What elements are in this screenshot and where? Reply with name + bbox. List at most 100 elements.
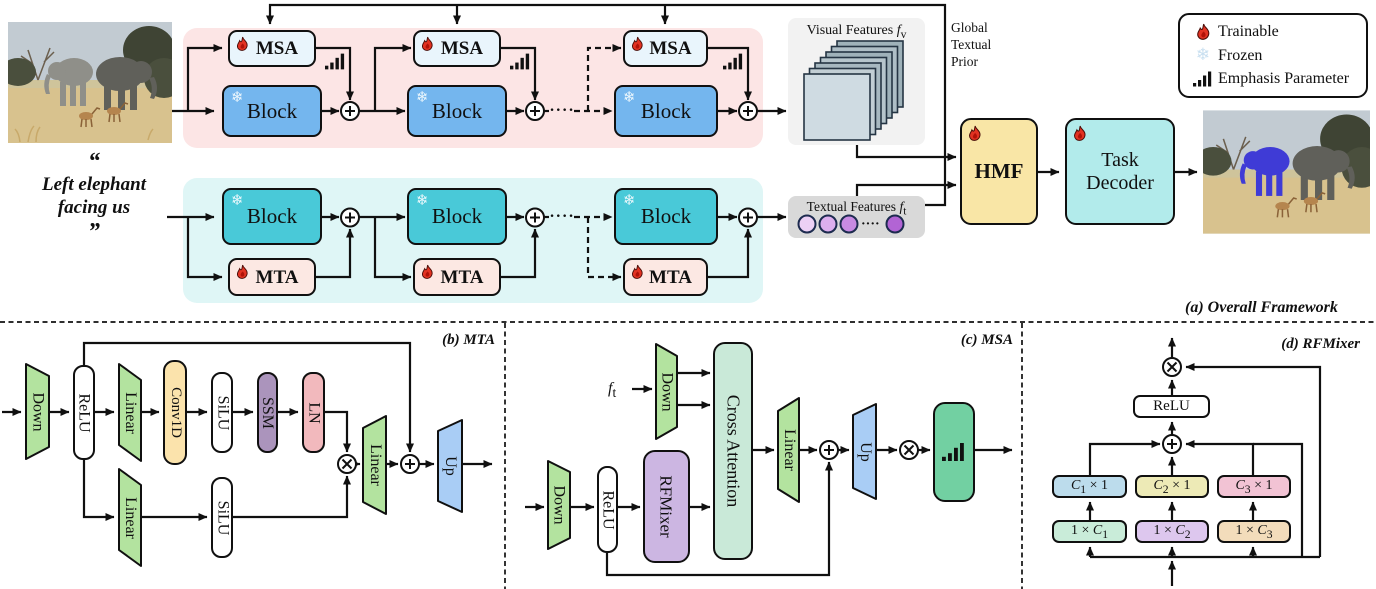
visual-features-label: Visual Features fv <box>806 23 907 41</box>
bars-icon <box>510 53 530 70</box>
mta-linear-a: Linear <box>118 363 142 462</box>
down-label: Down <box>658 371 676 412</box>
fire-icon <box>1074 125 1086 141</box>
rfmixer-1xc1: 1 × C1 <box>1052 520 1127 543</box>
multiply-icon <box>1162 357 1182 377</box>
add-icon <box>738 207 758 228</box>
hmf-label: HMF <box>974 159 1024 183</box>
block-label: Block <box>246 204 298 228</box>
rfmixer-1xc3: 1 × C3 <box>1217 520 1291 543</box>
bars-icon <box>723 53 743 70</box>
down-label: Down <box>29 391 47 432</box>
fire-icon <box>421 264 433 279</box>
ft-symbol: ft <box>608 380 617 401</box>
msa-linear: Linear <box>777 397 800 503</box>
block-label: Block <box>640 98 692 123</box>
linear-label: Linear <box>780 429 798 471</box>
msa-label: MSA <box>649 38 692 59</box>
cross-attention-label: Cross Attention <box>723 394 744 508</box>
mta-down: Down <box>25 363 50 460</box>
grass <box>14 125 154 143</box>
mta-block-3: MTA <box>623 258 708 296</box>
ellipsis-dots: ···· <box>861 217 880 232</box>
fire-icon <box>631 264 643 279</box>
global-textual-prior-label: Global Textual Prior <box>951 20 992 69</box>
prompt-line-2: facing us <box>57 196 131 218</box>
rfmixer-c2x1: C2 × 1 <box>1135 475 1209 498</box>
relu-label: ReLU <box>76 392 94 433</box>
fire-icon <box>421 36 433 51</box>
mta-relu: ReLU <box>73 365 95 460</box>
snowflake-icon: ❄ <box>623 88 636 106</box>
linear-label: Linear <box>122 391 139 434</box>
snowflake-icon: ❄ <box>416 88 429 106</box>
legend-item-trainable: Trainable <box>1188 20 1358 44</box>
msa-down-text: Down <box>655 343 678 440</box>
rfmixer-1xc2: 1 × C2 <box>1135 520 1209 543</box>
fire-icon <box>1196 23 1209 40</box>
mta-label: MTA <box>255 266 299 288</box>
fire-icon <box>236 36 248 51</box>
add-icon <box>340 207 360 228</box>
mta-block-2: MTA <box>413 258 501 296</box>
caption-mta: (b) MTA <box>442 332 495 348</box>
vision-block-3: ❄ Block <box>614 85 718 137</box>
text-block-2: ❄ Block <box>407 188 507 245</box>
legend-box: Trainable ❄ Frozen Emphasis Parameter <box>1178 13 1368 98</box>
silu-label: SiLU <box>214 500 232 535</box>
elephant-right <box>1292 146 1355 201</box>
f-subscript: v <box>900 27 907 41</box>
down-label: Down <box>551 485 569 525</box>
add-icon <box>525 207 545 228</box>
up-label: Up <box>442 456 459 476</box>
mta-ssm: SSM <box>257 372 278 453</box>
rfmixer-c3x1: C3 × 1 <box>1217 475 1291 498</box>
vision-block-1: ❄ Block <box>222 85 322 137</box>
text-block-3: ❄ Block <box>614 188 718 245</box>
rfmixer-relu: ReLU <box>1133 395 1210 418</box>
msa-label: MSA <box>255 38 299 59</box>
linear-label: Linear <box>366 444 384 486</box>
snowflake-icon: ❄ <box>623 191 636 209</box>
block-label: Block <box>431 204 483 228</box>
mta-silu-a: SiLU <box>211 372 233 453</box>
msa-block-3: MSA <box>623 30 708 67</box>
conv1d-label: Conv1D <box>167 387 184 438</box>
up-label: Up <box>856 441 874 462</box>
snowflake-icon: ❄ <box>231 191 244 209</box>
legend-item-emphasis: Emphasis Parameter <box>1188 67 1358 91</box>
task-decoder-label-1: Task <box>1101 148 1139 171</box>
fire-icon <box>631 36 643 51</box>
fire-icon <box>969 125 981 141</box>
ln-label: LN <box>305 401 323 424</box>
segmented-left-elephant <box>1239 147 1290 196</box>
add-multiply-icons <box>337 101 1182 474</box>
feature-map-stack <box>803 40 904 141</box>
relu-label: ReLU <box>599 489 617 530</box>
rfmixer-label: RFMixer <box>657 475 676 538</box>
mta-label: MTA <box>649 266 692 288</box>
mta-ln: LN <box>302 372 325 453</box>
add-icon <box>340 101 360 121</box>
mta-conv1d: Conv1D <box>163 360 187 465</box>
f-symbol: f <box>896 23 901 38</box>
elephant-left <box>44 58 93 106</box>
bars-icon <box>1193 71 1212 87</box>
hmf-block: HMF <box>960 118 1038 225</box>
f-subscript: t <box>903 205 907 218</box>
segmentation-output-image <box>1203 110 1370 234</box>
caption-rfmixer: (d) RFMixer <box>1281 336 1360 352</box>
task-decoder-label-2: Decoder <box>1086 171 1154 194</box>
msa-block-2: MSA <box>413 30 501 67</box>
task-decoder-block: Task Decoder <box>1065 118 1175 225</box>
bars-icon <box>325 53 345 70</box>
elephant-right <box>96 57 157 110</box>
antelopes <box>1275 191 1326 218</box>
msa-down-vis: Down <box>547 460 571 550</box>
relu-label: ReLU <box>1153 398 1190 414</box>
msa-relu: ReLU <box>597 466 618 553</box>
add-icon <box>738 101 758 121</box>
block-label: Block <box>431 98 483 123</box>
multiply-icon <box>337 454 357 474</box>
